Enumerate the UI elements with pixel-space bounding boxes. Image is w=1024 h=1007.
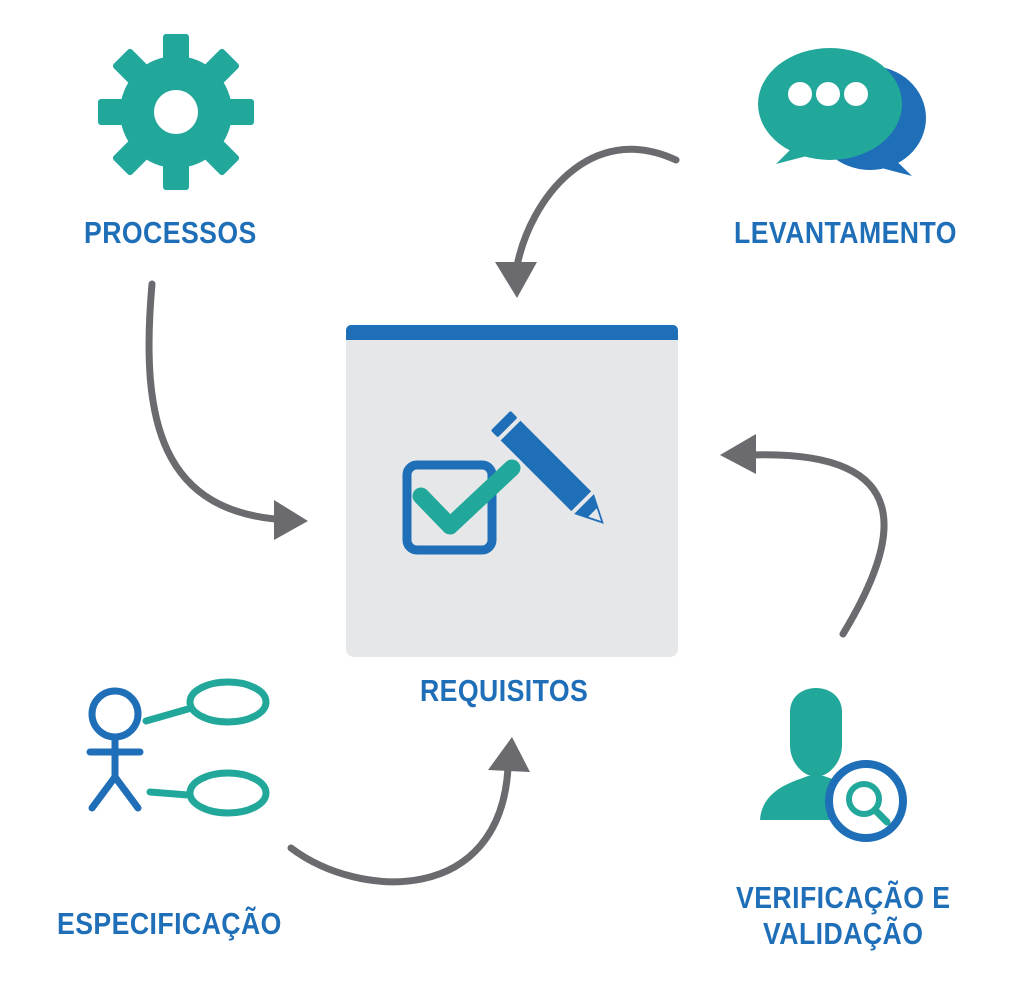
processos-label: PROCESSOS [84,215,257,250]
verificacao-label-line2: VALIDAÇÃO [763,915,924,951]
arrow-levantamento-to-requisitos [513,145,680,270]
verificacao-label-line1: VERIFICAÇÃO E [736,880,951,915]
gear-icon [98,34,254,190]
chat-bubbles-icon [758,48,926,176]
checkbox-pencil-icon [402,411,604,555]
arrow-especificacao-to-requisitos [287,764,512,886]
arrowhead-especificacao [488,737,530,772]
verificacao-label: VERIFICAÇÃO E VALIDAÇÃO [728,880,958,951]
arrowhead-levantamento [495,262,537,298]
requisitos-label: REQUISITOS [420,673,589,708]
user-search-icon [760,688,907,842]
arrow-processos-to-requisitos [145,280,294,524]
use-case-icon [86,678,270,817]
levantamento-label: LEVANTAMENTO [734,215,957,250]
arrow-verificacao-to-requisitos [748,451,888,638]
arrowhead-processos [274,500,308,540]
arrowhead-verificacao [720,434,756,474]
especificacao-label: ESPECIFICAÇÃO [57,906,282,941]
requisitos-panel [346,325,678,657]
